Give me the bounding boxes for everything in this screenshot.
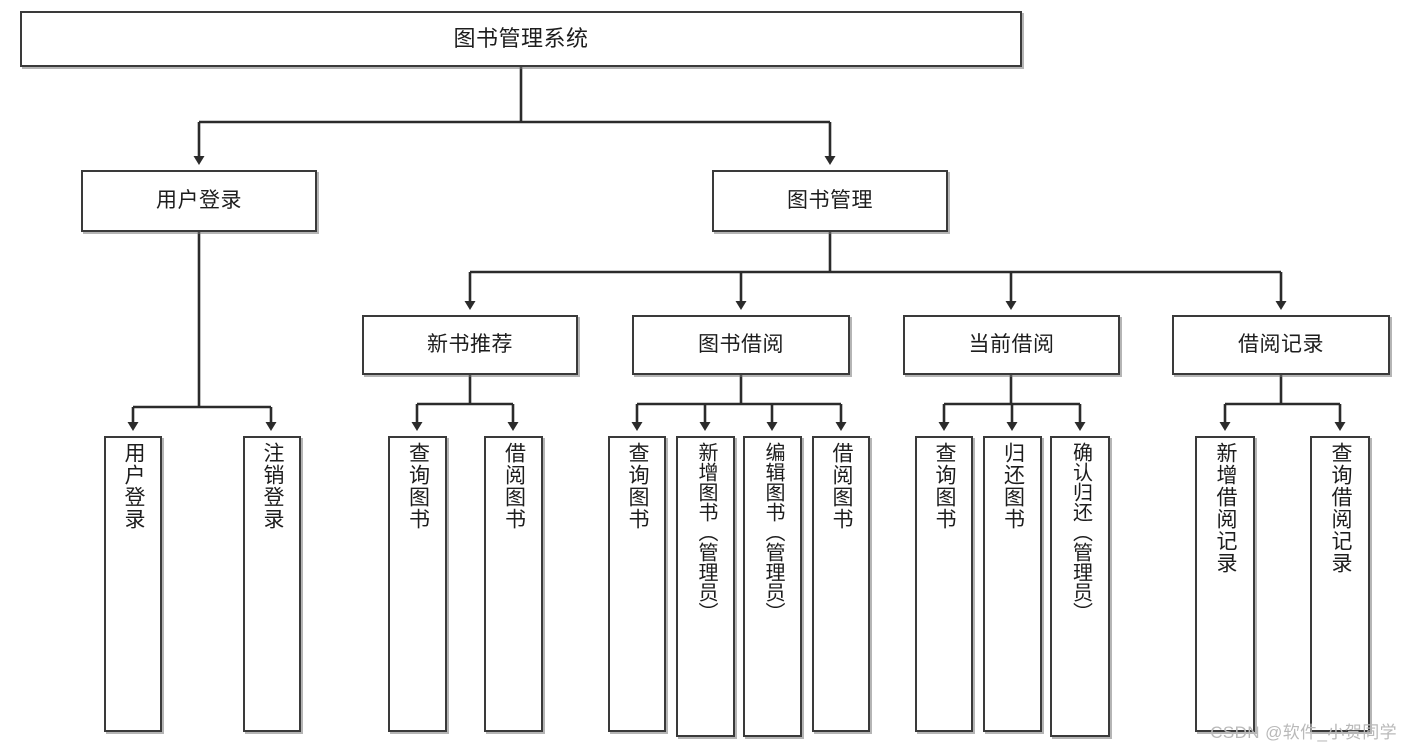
- node-user-login[interactable]: 用户登录: [81, 170, 317, 232]
- node-label: 查询图书: [933, 442, 957, 530]
- node-label: 归还图书: [1001, 442, 1025, 530]
- leaf-user-login-login[interactable]: 用户登录: [104, 436, 162, 732]
- leaf-current-borrow-return-book[interactable]: 归还图书: [983, 436, 1042, 732]
- node-label: 借阅图书: [502, 442, 526, 530]
- node-new-book-recommend[interactable]: 新书推荐: [362, 315, 578, 375]
- node-label: 图书管理系统: [453, 26, 589, 52]
- node-book-management[interactable]: 图书管理: [712, 170, 948, 232]
- leaf-new-book-borrow-book[interactable]: 借阅图书: [484, 436, 543, 732]
- node-label: 注销登录: [261, 442, 285, 530]
- node-label: 查询图书: [406, 442, 430, 530]
- leaf-borrow-record-add-record[interactable]: 新增借阅记录: [1195, 436, 1255, 732]
- leaf-user-login-logout[interactable]: 注销登录: [243, 436, 301, 732]
- node-label: 新增图书（管理员）: [695, 442, 717, 622]
- node-label: 查询图书: [626, 442, 650, 530]
- node-label: 新书推荐: [427, 332, 513, 356]
- node-label: 查询借阅记录: [1329, 442, 1353, 574]
- node-label: 确认归还（管理员）: [1069, 442, 1092, 622]
- leaf-current-borrow-query-book[interactable]: 查询图书: [915, 436, 973, 732]
- leaf-book-borrow-add-book-admin[interactable]: 新增图书（管理员）: [676, 436, 735, 737]
- node-label: 新增借阅记录: [1214, 442, 1238, 574]
- node-label: 图书管理: [787, 188, 873, 212]
- node-label: 用户登录: [122, 442, 146, 530]
- node-label: 借阅图书: [830, 442, 854, 530]
- leaf-borrow-record-query-record[interactable]: 查询借阅记录: [1310, 436, 1370, 732]
- leaf-book-borrow-borrow-book[interactable]: 借阅图书: [812, 436, 870, 732]
- leaf-book-borrow-query-book[interactable]: 查询图书: [608, 436, 666, 732]
- leaf-book-borrow-edit-book-admin[interactable]: 编辑图书（管理员）: [743, 436, 802, 737]
- node-book-borrow[interactable]: 图书借阅: [632, 315, 850, 375]
- node-root-book-management-system[interactable]: 图书管理系统: [20, 11, 1022, 67]
- node-label: 编辑图书（管理员）: [762, 442, 784, 622]
- node-label: 用户登录: [156, 188, 242, 212]
- leaf-current-borrow-confirm-return-admin[interactable]: 确认归还（管理员）: [1050, 436, 1110, 737]
- node-borrow-record[interactable]: 借阅记录: [1172, 315, 1390, 375]
- node-current-borrow[interactable]: 当前借阅: [903, 315, 1120, 375]
- node-label: 当前借阅: [968, 332, 1055, 356]
- node-label: 借阅记录: [1238, 332, 1324, 356]
- csdn-watermark: CSDN @软件_小贺同学: [1210, 723, 1397, 742]
- node-label: 图书借阅: [698, 332, 784, 356]
- leaf-new-book-query-book[interactable]: 查询图书: [388, 436, 447, 732]
